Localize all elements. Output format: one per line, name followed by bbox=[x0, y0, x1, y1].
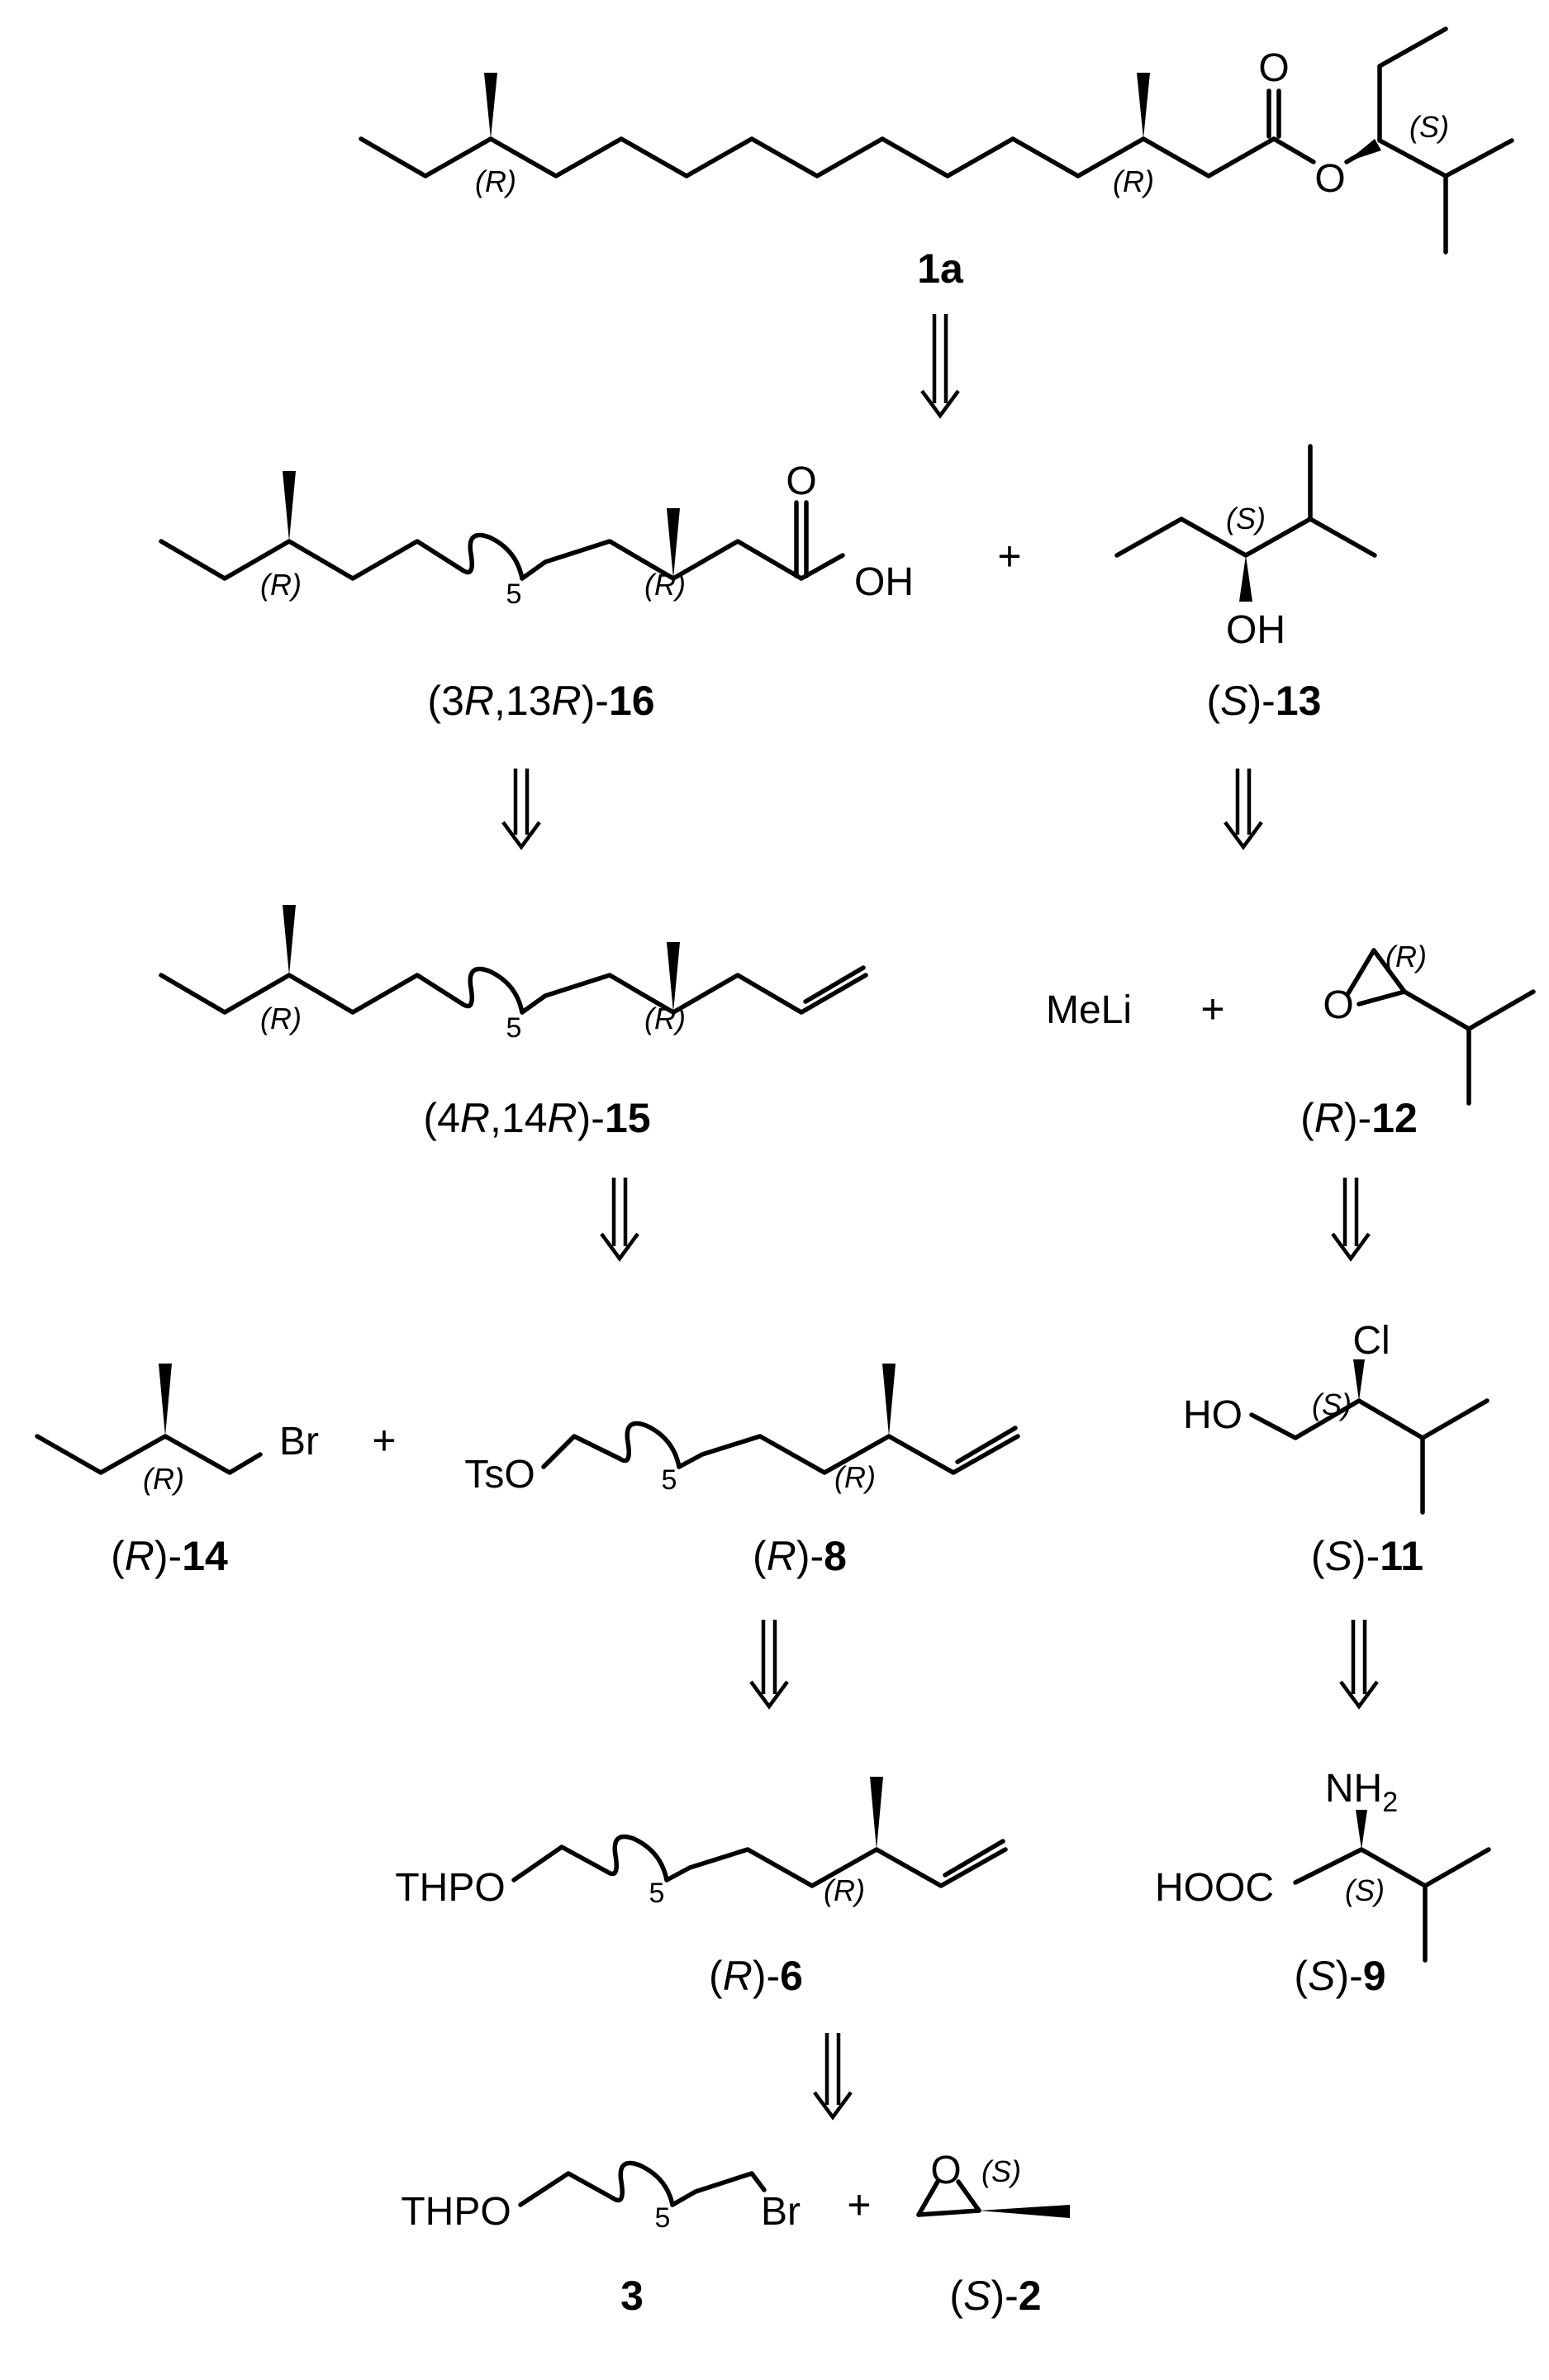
thp-ether-group: THPO bbox=[395, 1866, 505, 1910]
compound-13-structure: OH (S) bbox=[1114, 444, 1377, 652]
compound-label-13: (S)-13 bbox=[1207, 678, 1322, 724]
compound-11-structure: HO Cl (S) bbox=[1183, 1319, 1490, 1515]
bromine-atom: Br bbox=[761, 2190, 801, 2234]
stereo-descriptor-r: (R) bbox=[644, 1002, 686, 1035]
stereo-descriptor-r: (R) bbox=[143, 1462, 184, 1496]
stereo-descriptor-r: (R) bbox=[834, 1460, 876, 1494]
compound-label-9: (S)-9 bbox=[1294, 1953, 1385, 1999]
compound-label-11: (S)-11 bbox=[1311, 1533, 1423, 1579]
thp-ether-group: THPO bbox=[401, 2190, 511, 2234]
plus-sign: + bbox=[372, 1417, 396, 1464]
compound-label-14: (R)-14 bbox=[111, 1533, 228, 1579]
carbonyl-oxygen: O bbox=[1258, 46, 1289, 90]
stereo-descriptor-r: (R) bbox=[1385, 940, 1427, 973]
compound-2-structure: O (S) bbox=[916, 2149, 1070, 2218]
repeat-count: 5 bbox=[655, 2202, 671, 2234]
compound-8-structure: TsO 5 (R) bbox=[464, 1364, 1020, 1497]
tosylate-group: TsO bbox=[464, 1453, 535, 1497]
compound-16-structure: O OH 5 (R) (R) bbox=[159, 459, 914, 610]
compound-9-structure: HOOC NH2 (S) bbox=[1155, 1767, 1491, 1963]
compound-6-structure: THPO 5 (R) bbox=[395, 1777, 1008, 1910]
stereo-descriptor-r: (R) bbox=[824, 1873, 865, 1907]
retrosynthetic-arrow bbox=[1331, 1178, 1371, 1262]
retrosynthetic-arrow bbox=[501, 769, 541, 850]
retrosynthetic-arrow bbox=[813, 2033, 853, 2121]
compound-1a-structure: O O (R) (R) (S) bbox=[359, 26, 1514, 255]
stereo-descriptor-s: (S) bbox=[981, 2154, 1021, 2188]
repeat-count: 5 bbox=[506, 578, 522, 610]
retrosynthetic-arrow bbox=[749, 1620, 789, 1710]
epoxide-oxygen: O bbox=[1323, 983, 1353, 1027]
compound-12-structure: O (R) bbox=[1323, 940, 1536, 1106]
plus-sign: + bbox=[847, 2182, 871, 2228]
retrosynthetic-arrow bbox=[1339, 1620, 1379, 1710]
compound-14-structure: Br (R) bbox=[35, 1364, 319, 1496]
ester-oxygen: O bbox=[1314, 157, 1345, 201]
epoxide-oxygen: O bbox=[930, 2149, 961, 2192]
retrosynthetic-arrow bbox=[920, 314, 960, 419]
stereo-descriptor-s: (S) bbox=[1226, 502, 1266, 536]
repeat-count: 5 bbox=[649, 1878, 665, 1909]
compound-label-6: (R)-6 bbox=[709, 1953, 803, 1999]
stereo-descriptor-r: (R) bbox=[475, 164, 516, 198]
stereo-descriptor-r: (R) bbox=[260, 1002, 302, 1035]
chlorine-atom: Cl bbox=[1352, 1319, 1390, 1363]
carboxylic-acid-group: HOOC bbox=[1155, 1866, 1274, 1910]
stereo-descriptor-s: (S) bbox=[1345, 1873, 1385, 1907]
compound-3-structure: THPO Br 5 bbox=[401, 2160, 801, 2234]
retrosynthetic-arrow bbox=[600, 1178, 639, 1262]
compound-label-1a: 1a bbox=[917, 245, 964, 292]
amino-group: NH2 bbox=[1325, 1767, 1398, 1818]
stereo-descriptor-r: (R) bbox=[260, 568, 302, 602]
compound-label-8: (R)-8 bbox=[753, 1533, 847, 1579]
compound-label-3: 3 bbox=[620, 2273, 644, 2319]
compound-label-16: (3R,13R)-16 bbox=[427, 678, 654, 724]
alcohol-hydroxyl: OH bbox=[1226, 608, 1285, 652]
stereo-descriptor-s: (S) bbox=[1409, 110, 1449, 144]
acid-hydroxyl: OH bbox=[854, 560, 914, 604]
plus-sign: + bbox=[1200, 986, 1224, 1032]
compound-label-15: (4R,14R)-15 bbox=[423, 1095, 650, 1141]
acid-carbonyl-oxygen: O bbox=[786, 459, 816, 503]
bromine-atom: Br bbox=[279, 1420, 319, 1464]
compound-label-12: (R)-12 bbox=[1300, 1095, 1418, 1141]
stereo-descriptor-s: (S) bbox=[1312, 1388, 1352, 1421]
repeat-count: 5 bbox=[662, 1464, 677, 1496]
plus-sign: + bbox=[997, 533, 1021, 579]
methyllithium-reagent: MeLi bbox=[1046, 988, 1132, 1032]
compound-15-structure: 5 (R) (R) bbox=[159, 905, 868, 1044]
hydroxyl-group: HO bbox=[1183, 1393, 1243, 1437]
stereo-descriptor-r: (R) bbox=[644, 568, 686, 602]
repeat-count: 5 bbox=[506, 1012, 522, 1044]
stereo-descriptor-r: (R) bbox=[1113, 164, 1154, 198]
compound-label-2: (S)-2 bbox=[949, 2273, 1041, 2319]
retrosynthetic-arrow bbox=[1224, 769, 1263, 850]
